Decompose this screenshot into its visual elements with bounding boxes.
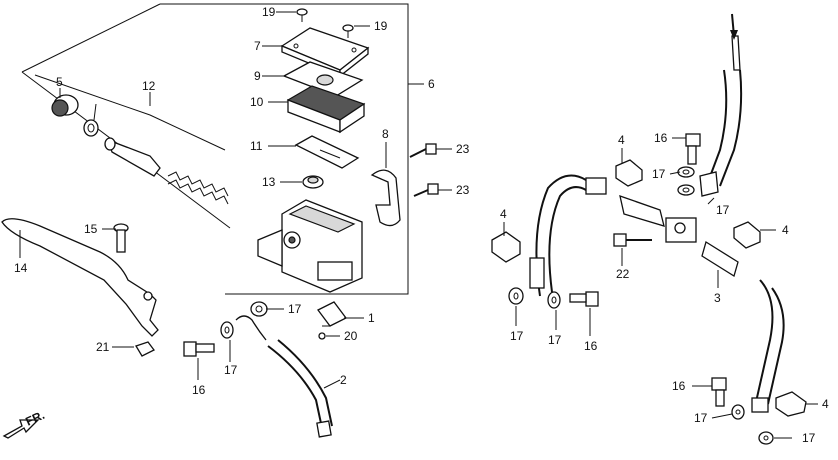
master-cylinder-body — [257, 199, 363, 293]
washer-17-d — [547, 291, 561, 309]
washer-17-g — [731, 404, 745, 420]
washer-17-f — [677, 184, 695, 196]
callout-17-f: 17 — [716, 203, 730, 217]
callout-5: 5 — [56, 75, 63, 89]
callout-19-left: 19 — [262, 5, 276, 19]
callout-23-upper: 23 — [456, 142, 470, 156]
diaphragm-10 — [286, 85, 366, 134]
callout-4-left: 4 — [500, 207, 507, 221]
callout-16-top: 16 — [654, 131, 668, 145]
callout-21: 21 — [96, 340, 110, 354]
callout-8: 8 — [382, 127, 389, 141]
callout-labels: 19 19 7 9 10 11 13 8 23 23 6 5 12 15 14 … — [14, 5, 829, 445]
washer-17-c — [508, 287, 524, 305]
callout-17-d: 17 — [548, 333, 562, 347]
callout-17-e: 17 — [652, 167, 666, 181]
washer-17-b — [250, 301, 268, 317]
bolt-16-master — [183, 341, 215, 357]
screw-19-right — [342, 24, 354, 38]
callout-3: 3 — [714, 291, 721, 305]
boot-5 — [51, 94, 79, 117]
callout-16-master: 16 — [192, 383, 206, 397]
holder-8 — [370, 169, 401, 227]
brake-lever-14 — [1, 218, 159, 337]
callout-9: 9 — [254, 69, 261, 83]
upper-hose — [699, 35, 743, 197]
piston — [104, 137, 161, 177]
washer-17-a — [220, 321, 234, 339]
front-direction-arrow-icon: FR. — [2, 408, 47, 439]
screw-20 — [318, 332, 326, 340]
callout-7: 7 — [254, 39, 261, 53]
piston-set-outline-12 — [34, 74, 226, 151]
callout-19-right: 19 — [374, 19, 388, 33]
bolt-16-lower-left — [569, 291, 599, 307]
pivot-bolt-15 — [113, 223, 129, 253]
clamp-4-right — [733, 221, 761, 249]
callout-17-master-b: 17 — [288, 302, 302, 316]
callout-15: 15 — [84, 222, 98, 236]
clamp-4-bottom — [775, 391, 807, 417]
callout-23-lower: 23 — [456, 183, 470, 197]
callout-12: 12 — [142, 79, 156, 93]
washer-17-h — [758, 431, 774, 445]
spring — [167, 171, 229, 205]
three-way-joint — [619, 195, 697, 243]
callout-4-right: 4 — [782, 223, 789, 237]
bolt-16-top — [685, 133, 701, 165]
callout-6: 6 — [428, 77, 435, 91]
callout-4-bottom: 4 — [822, 397, 829, 411]
clamp-4-top — [615, 159, 643, 187]
bolt-22 — [613, 233, 652, 247]
callout-14: 14 — [14, 261, 28, 275]
callout-17-g: 17 — [694, 411, 708, 425]
brake-hose-3-right — [701, 240, 785, 413]
circlip-18 — [83, 119, 99, 137]
callout-20: 20 — [344, 329, 358, 343]
callout-16-lower-left: 16 — [584, 339, 598, 353]
clamp-4-left — [491, 231, 521, 263]
callout-4-top: 4 — [618, 133, 625, 147]
float-plate-11 — [294, 135, 360, 169]
cap-21 — [135, 341, 155, 357]
screw-19-left — [296, 8, 308, 22]
callout-17-c: 17 — [510, 329, 524, 343]
callout-10: 10 — [250, 95, 264, 109]
callout-17-master-a: 17 — [224, 363, 238, 377]
callout-11: 11 — [250, 139, 263, 153]
bolt-23-lower — [413, 183, 439, 197]
callout-22: 22 — [616, 267, 630, 281]
switch-1 — [317, 301, 347, 327]
callout-13: 13 — [262, 175, 276, 189]
flow-arrow-icon — [730, 13, 738, 40]
callout-16-bottom: 16 — [672, 379, 686, 393]
washer-17-e — [677, 166, 695, 178]
bolt-16-bottom — [711, 377, 727, 407]
bolt-23-upper — [409, 143, 437, 158]
callout-2: 2 — [340, 373, 347, 387]
callout-1: 1 — [368, 311, 375, 325]
leader-lines — [19, 11, 818, 439]
cap-13 — [302, 175, 324, 189]
front-direction-label: FR. — [23, 408, 46, 429]
callout-17-h: 17 — [802, 431, 816, 445]
brake-hose-2 — [235, 315, 333, 438]
brake-hose-3-left — [529, 174, 607, 297]
